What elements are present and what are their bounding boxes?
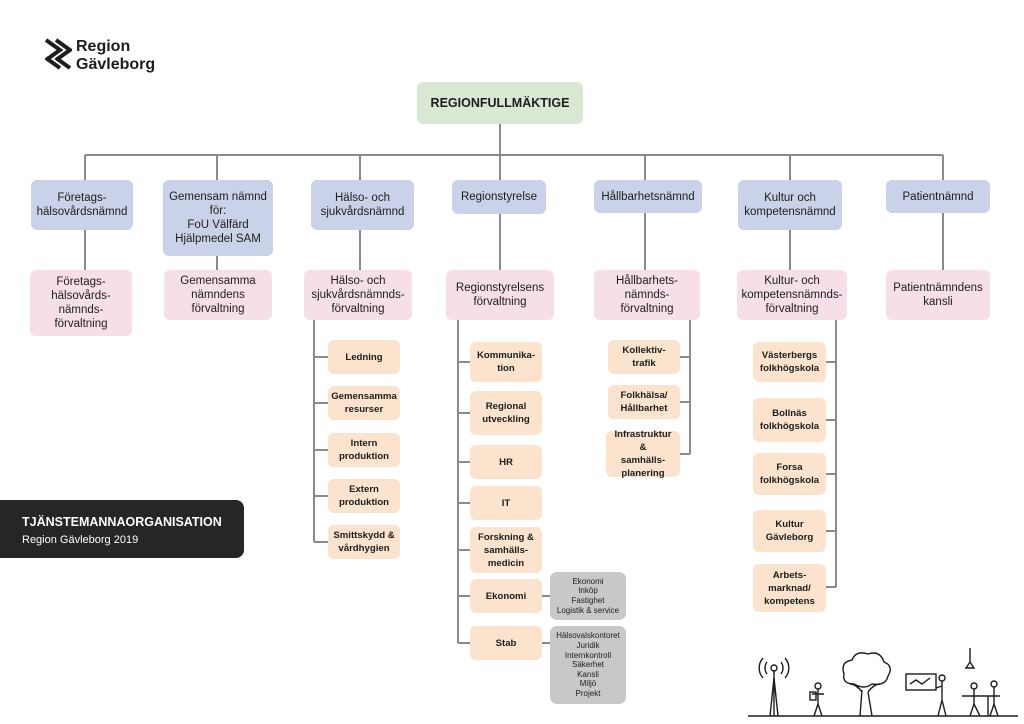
admin-foretagshalsovard: Företags- hälsovårds- nämnds- förvaltnin… <box>30 270 132 336</box>
unit-gemensamma-resurser: Gemensamma resurser <box>328 386 400 420</box>
unit-extern-produktion: Extern produktion <box>328 479 400 513</box>
unit-ledning: Ledning <box>328 340 400 374</box>
unit-infrastruktur: Infrastruktur & samhälls- planering <box>606 429 680 479</box>
unit-forsa: Forsa folkhögskola <box>753 453 826 495</box>
banner-title: TJÄNSTEMANNAORGANISATION <box>22 515 222 529</box>
unit-stab: Stab <box>470 626 542 660</box>
board-hallbarhetsnamnd: Hållbarhetsnämnd <box>594 180 702 213</box>
board-patientnamnd: Patientnämnd <box>886 180 990 213</box>
admin-halso-sjukvard: Hälso- och sjukvårdsnämnds- förvaltning <box>304 270 412 320</box>
board-halso-sjukvard: Hälso- och sjukvårdsnämnd <box>311 180 414 230</box>
unit-bollnas: Bollnäs folkhögskola <box>753 398 826 442</box>
unit-kultur-gavleborg: Kultur Gävleborg <box>753 510 826 552</box>
decorative-illustration <box>748 648 1018 717</box>
title-banner: TJÄNSTEMANNAORGANISATION Region Gävlebor… <box>0 500 244 558</box>
region-gavleborg-logo: Region Gävleborg <box>44 36 184 80</box>
logo-text-line1: Region <box>76 38 131 55</box>
admin-kultur-kompetens: Kultur- och kompetensnämnds- förvaltning <box>737 270 847 320</box>
logo-text-line2: Gävleborg <box>76 56 156 73</box>
banner-subtitle: Region Gävleborg 2019 <box>22 534 139 546</box>
admin-regionstyrelsen: Regionstyrelsens förvaltning <box>446 270 554 320</box>
unit-folkhalsa: Folkhälsa/ Hållbarhet <box>608 385 680 419</box>
unit-hr: HR <box>470 445 542 479</box>
unit-regional-utveckling: Regional utveckling <box>470 391 542 435</box>
board-foretagshalsovard: Företags- hälsovårdsnämnd <box>31 180 133 230</box>
unit-arbetsmarknad: Arbets- marknad/ kompetens <box>753 564 826 612</box>
sub-ekonomi: Ekonomi Inköp Fastighet Logistik & servi… <box>550 572 626 620</box>
board-regionstyrelse: Regionstyrelse <box>452 180 546 214</box>
unit-smittskydd: Smittskydd & vårdhygien <box>328 525 400 559</box>
sub-stab: Hälsovalskontoret Juridik Internkontroll… <box>550 626 626 704</box>
unit-it: IT <box>470 486 542 520</box>
unit-kommunikation: Kommunika- tion <box>470 342 542 382</box>
admin-hallbarhet: Hållbarhets- nämnds- förvaltning <box>594 270 700 320</box>
region-logo-icon <box>44 38 72 70</box>
unit-kollektivtrafik: Kollektiv- trafik <box>608 340 680 374</box>
board-kultur-kompetens: Kultur och kompetensnämnd <box>738 180 842 230</box>
unit-ekonomi: Ekonomi <box>470 579 542 613</box>
unit-forskning: Forskning & samhälls- medicin <box>470 527 542 573</box>
unit-vasterbergs: Västerbergs folkhögskola <box>753 342 826 382</box>
regionfullmaktige-box: REGIONFULLMÄKTIGE <box>417 82 583 124</box>
board-gemensam-namnd: Gemensam nämnd för: FoU Välfärd Hjälpmed… <box>163 180 273 256</box>
admin-patientnamnden: Patientnämndens kansli <box>886 270 990 320</box>
unit-intern-produktion: Intern produktion <box>328 433 400 467</box>
admin-gemensamma-namnden: Gemensamma nämndens förvaltning <box>164 270 272 320</box>
